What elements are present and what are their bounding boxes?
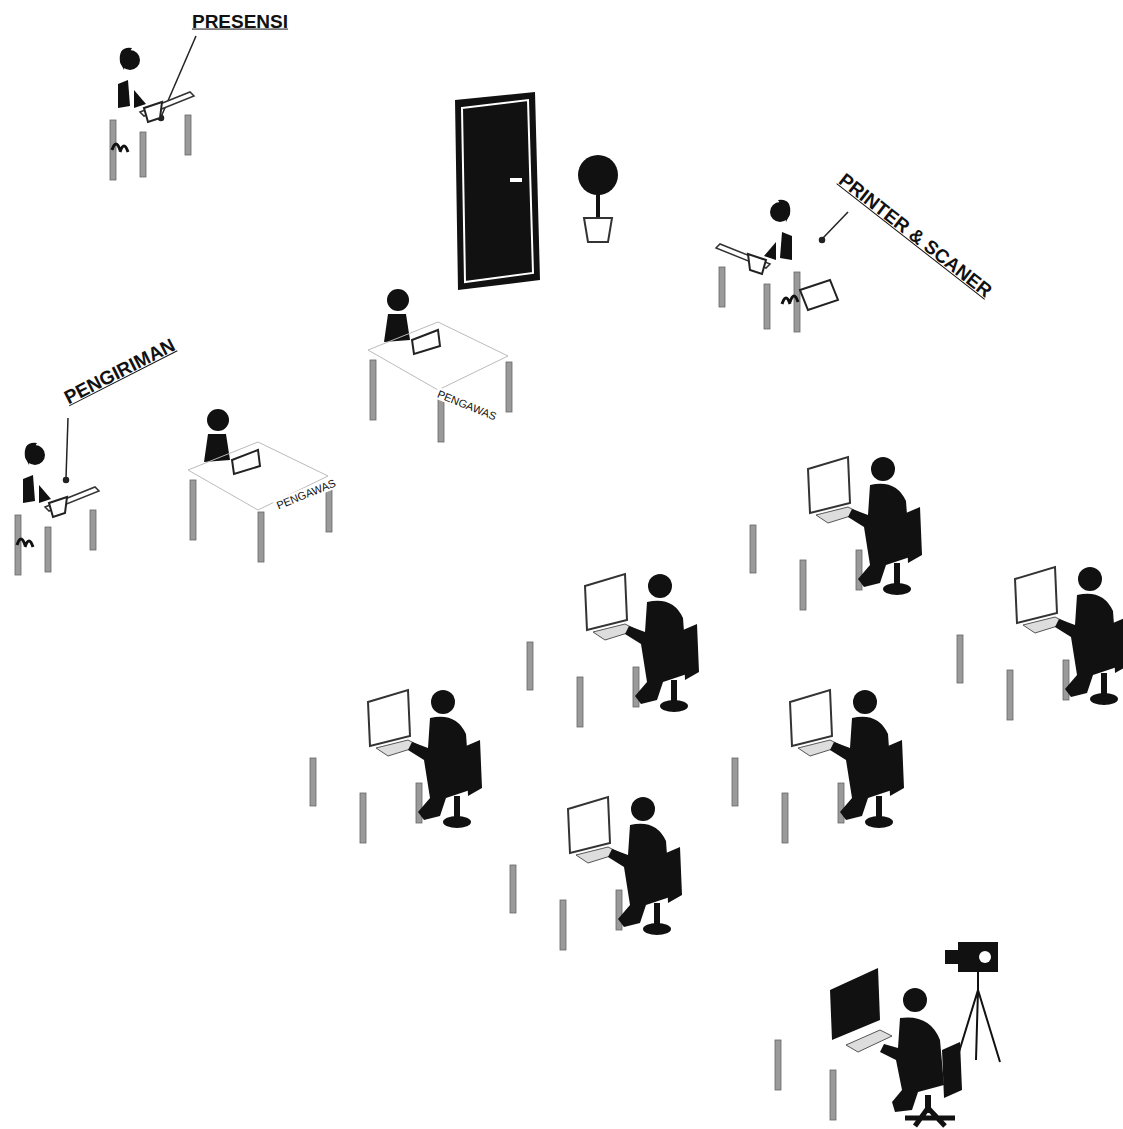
- figures: [15, 48, 1123, 1126]
- door: [455, 92, 540, 290]
- student-desk: [957, 567, 1123, 720]
- callout-label: PRESENSI: [190, 12, 290, 33]
- staff-desk: [110, 48, 194, 180]
- callout-label: PRINTER & SCANER: [833, 169, 997, 304]
- callout-label: PENGIRIMAN: [59, 334, 180, 410]
- laptop: [800, 280, 838, 310]
- camera-operator: [775, 942, 1000, 1126]
- leader-lines: [64, 36, 849, 483]
- student-desk: [732, 690, 904, 843]
- student-desk: [527, 574, 699, 727]
- student-desk: [750, 457, 922, 610]
- staff-desk: [15, 443, 99, 575]
- staff-desk: [716, 200, 800, 332]
- supervisor-desk: [368, 289, 512, 442]
- plant: [578, 155, 618, 242]
- student-desk: [310, 690, 482, 843]
- student-desk: [510, 797, 682, 950]
